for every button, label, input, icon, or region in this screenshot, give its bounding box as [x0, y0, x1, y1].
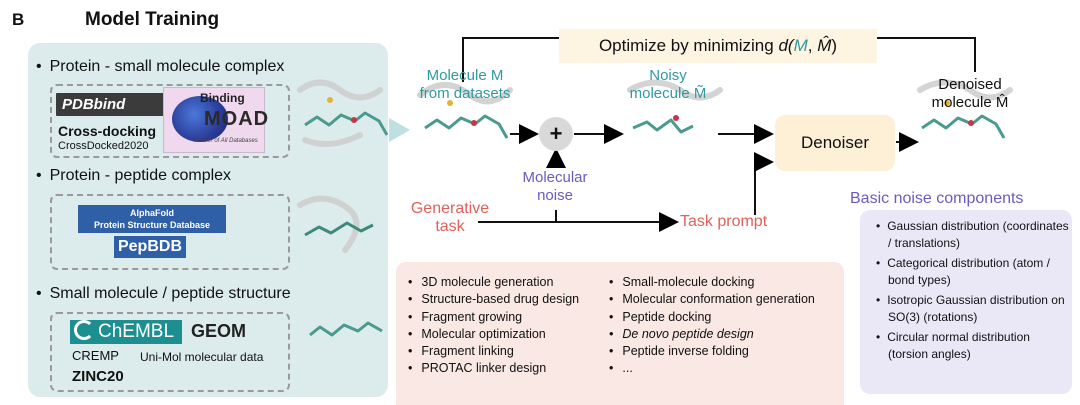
panel-title: Model Training [85, 9, 220, 30]
optimize-text: Optimize by minimizing [598, 36, 779, 55]
protein-ribbon-3 [417, 82, 513, 105]
molecule-3 [632, 118, 694, 134]
task-item: Fragment growing [408, 309, 579, 326]
task-item: Molecular optimization [408, 326, 579, 343]
dataset-box-1 [50, 84, 290, 158]
chembl-text: ChEMBL [98, 321, 175, 342]
denoised-line2: molecule M̂ [931, 94, 1009, 111]
panel-letter: B [12, 10, 25, 29]
formula-m: M [793, 36, 808, 55]
denoised-line1: Denoised [938, 76, 1002, 93]
optimize-box: Optimize by minimizing d(M, M̂) [559, 29, 877, 63]
alphafold-logo: AlphaFold Protein Structure Database [78, 205, 226, 233]
protein-ribbon-6 [297, 195, 360, 253]
generative-task-line1: Generative [410, 200, 490, 217]
unimol-label: Uni-Mol molecular data [140, 350, 264, 364]
task-item: Peptide docking [609, 309, 815, 326]
chembl-mark-icon [74, 320, 94, 340]
molecule-4 [921, 114, 1006, 139]
atom-4 [968, 120, 974, 126]
dataset-box-2 [50, 194, 290, 270]
pepbdb-logo: PepBDB [114, 236, 186, 258]
arrow-prompt-to-denoiser [754, 152, 774, 215]
section-title-protein-peptide: Protein - peptide complex [36, 167, 231, 185]
task-list-col2: Small-molecule docking Molecular conform… [609, 274, 815, 378]
molecule-2 [424, 114, 509, 139]
protein-ribbon-4 [627, 79, 723, 101]
task-list-col1: 3D molecule generation Structure-based d… [408, 274, 579, 378]
task-item: Fragment linking [408, 343, 579, 360]
formula-d: d( [778, 36, 794, 55]
task-item: 3D molecule generation [408, 274, 579, 291]
chevron-arrow-icon [389, 118, 410, 142]
protein-ribbon-1 [297, 79, 383, 101]
section-title-small-molecule-peptide: Small molecule / peptide structure [36, 285, 291, 303]
moad-tagline-text: Mother of All Databases [194, 138, 258, 144]
noise-components-title: Basic noise components [850, 190, 1024, 207]
molecule-5 [309, 321, 383, 337]
task-item: De novo peptide design [609, 326, 815, 343]
task-prompt-label: Task prompt [680, 213, 768, 230]
molecular-noise-line2: noise [537, 187, 573, 204]
noise-item: Categorical distribution (atom / bond ty… [872, 255, 1072, 289]
zinc20-label: ZINC20 [72, 368, 124, 385]
moad-blob-icon [172, 96, 228, 142]
task-item: Structure-based drug design [408, 291, 579, 308]
molecular-noise-line1: Molecular [522, 169, 588, 186]
dataset-box-3 [50, 312, 290, 392]
noise-item: Circular normal distribution (torsion an… [872, 329, 1072, 363]
noisy-line1: Noisy [649, 67, 687, 84]
plus-operator: + [539, 117, 573, 151]
molecular-noise-label: Molecular noise [505, 169, 605, 205]
geom-logo: GEOM [191, 321, 247, 341]
protein-ribbon-5 [917, 79, 1013, 101]
cremp-label: CREMP [72, 348, 119, 363]
generative-task-label: Generative task [400, 200, 500, 236]
moad-name-text: MOAD [204, 108, 270, 130]
moad-binding-text: Binding [200, 91, 245, 105]
crossdocked2020-label: CrossDocked2020 [58, 140, 149, 152]
molecule-m-line2: from datasets [419, 85, 511, 102]
task-item: Peptide inverse folding [609, 343, 815, 360]
crossdocking-label: Cross-docking [58, 123, 157, 139]
formula-mhat: M̂ [817, 36, 832, 55]
noisy-molecule-label: Noisy molecule M̃ [618, 67, 718, 103]
optimize-line-left [462, 37, 559, 82]
noise-list: Gaussian distribution (coordinates / tra… [872, 218, 1072, 366]
protein-ribbon-2 [302, 132, 363, 147]
atom-6 [447, 100, 453, 106]
noisy-line2: molecule M̃ [629, 85, 707, 102]
alphafold-line1: AlphaFold [130, 208, 174, 218]
molecule-m-label: Molecule M from datasets [405, 67, 525, 103]
atom-5 [327, 97, 333, 103]
formula-close: ) [831, 36, 838, 55]
section-title-protein-small-molecule: Protein - small molecule complex [36, 58, 285, 76]
atom-2 [471, 120, 477, 126]
molecule-1 [304, 111, 389, 136]
atom-7 [944, 100, 950, 106]
atom-1 [351, 117, 357, 123]
pdbbind-logo: PDBbind [56, 93, 166, 116]
optimize-line-right [877, 37, 976, 72]
task-item: Molecular conformation generation [609, 291, 814, 308]
generative-task-line2: task [435, 218, 465, 235]
task-item: PROTAC linker design [408, 360, 579, 377]
peptide-1 [304, 221, 374, 237]
noise-item: Isotropic Gaussian distribution on SO(3)… [872, 292, 1072, 326]
formula-comma: , [807, 36, 818, 55]
task-item: Small-molecule docking [609, 274, 815, 291]
chembl-logo: ChEMBL [70, 320, 183, 344]
task-item: ... [609, 360, 815, 377]
atom-3 [673, 115, 679, 121]
noise-item: Gaussian distribution (coordinates / tra… [872, 218, 1072, 252]
denoiser-box: Denoiser [775, 115, 895, 171]
noise-components-box: Gaussian distribution (coordinates / tra… [860, 210, 1072, 394]
alphafold-line2: Protein Structure Database [93, 220, 211, 230]
molecule-m-line1: Molecule M [426, 67, 504, 84]
task-list-box: 3D molecule generation Structure-based d… [396, 262, 844, 405]
denoised-molecule-label: Denoised molecule M̂ [920, 76, 1020, 112]
binding-moad-logo: Binding MOAD Mother of All Databases [163, 87, 268, 153]
